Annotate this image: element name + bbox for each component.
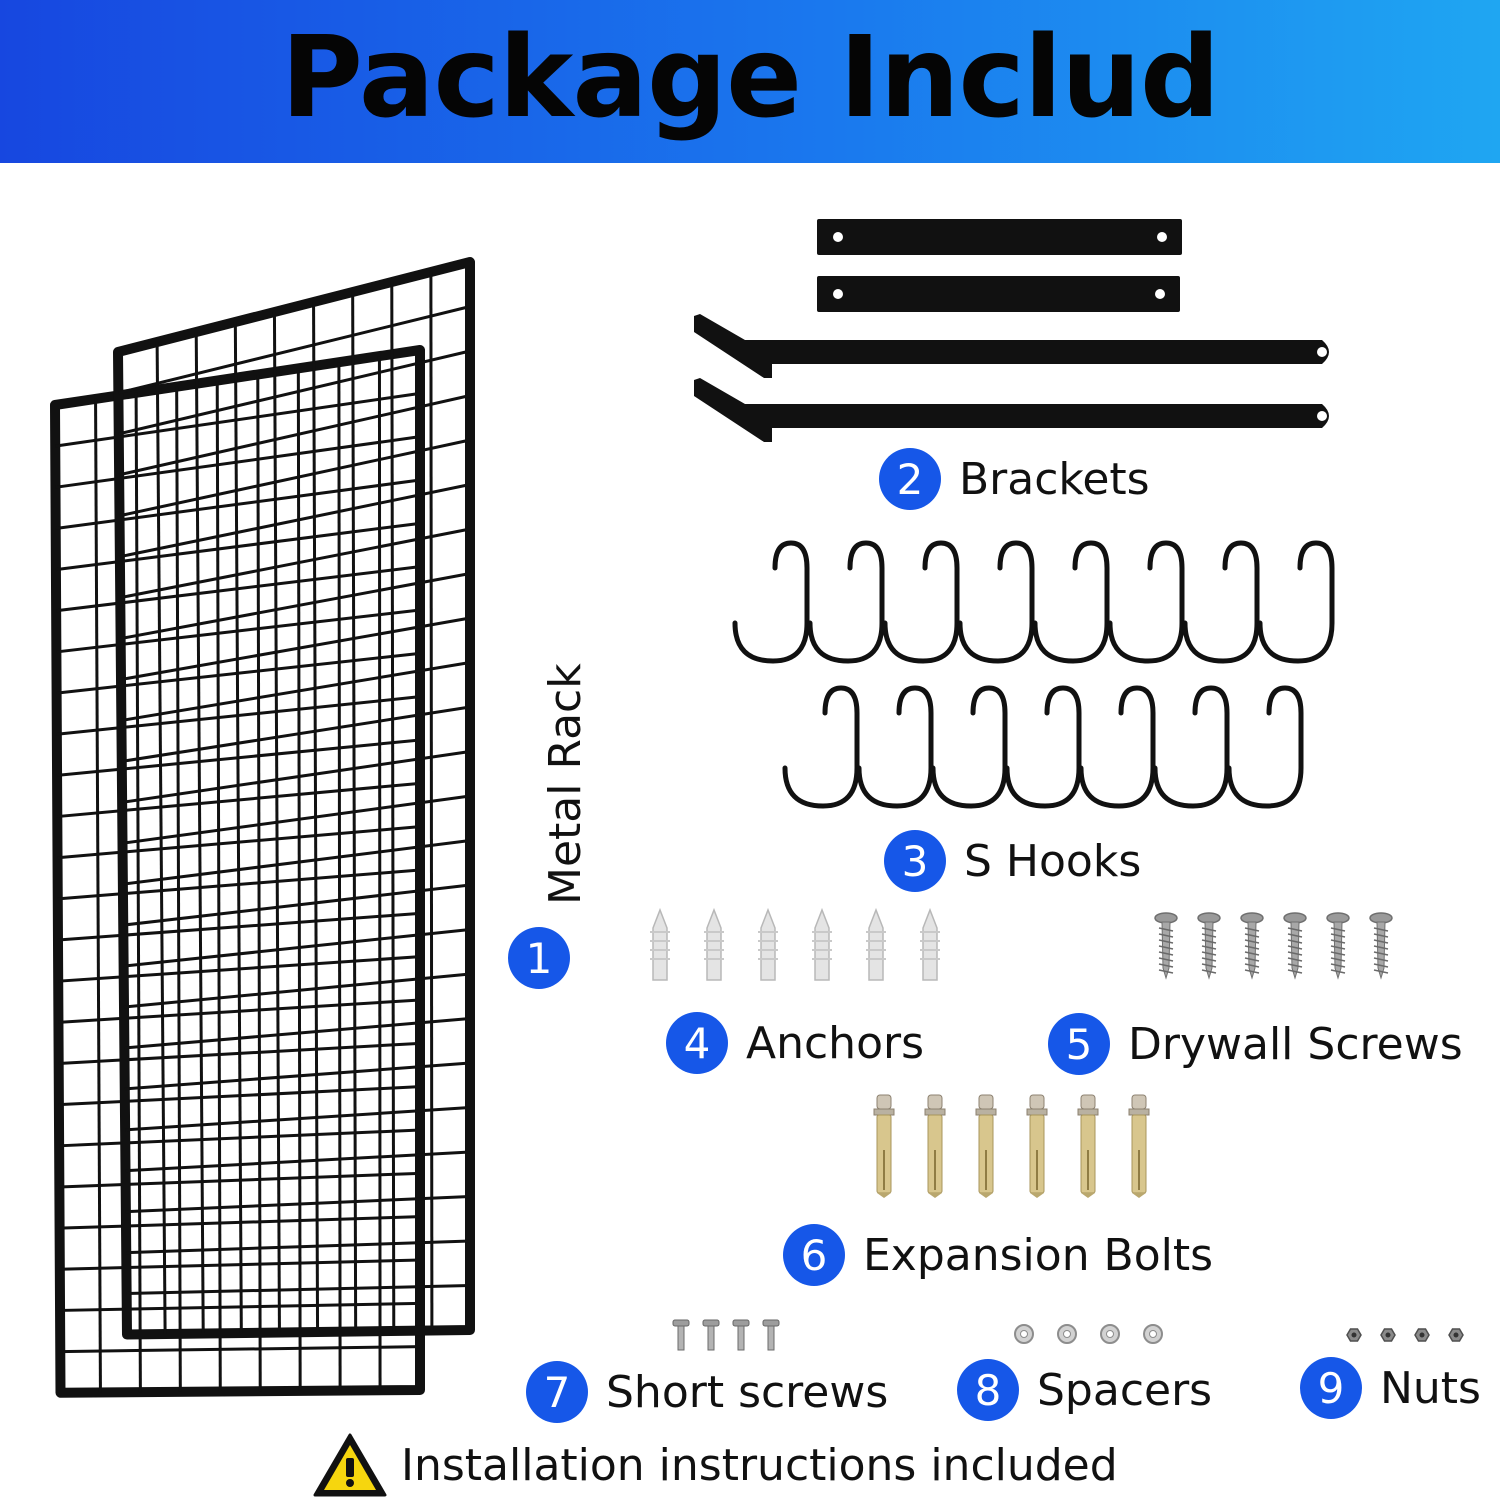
hex-nut bbox=[1346, 1328, 1362, 1342]
item-8-label-row: 8 Spacers bbox=[957, 1359, 1212, 1421]
item-9-label-row: 9 Nuts bbox=[1300, 1357, 1481, 1419]
expansion-bolt bbox=[1026, 1094, 1048, 1198]
warning-icon bbox=[313, 1433, 387, 1497]
item-3-label: S Hooks bbox=[964, 835, 1142, 887]
s-hook bbox=[732, 540, 810, 664]
item-8-number: 8 bbox=[957, 1359, 1019, 1421]
drywall-screw bbox=[1154, 912, 1178, 980]
spacer-washer bbox=[1143, 1324, 1163, 1344]
hex-nut bbox=[1380, 1328, 1396, 1342]
item-5-label: Drywall Screws bbox=[1128, 1018, 1463, 1070]
item-7-label-row: 7 Short screws bbox=[526, 1361, 888, 1423]
item-8-label: Spacers bbox=[1037, 1364, 1213, 1416]
item-6-number: 6 bbox=[783, 1224, 845, 1286]
item-4-number: 4 bbox=[666, 1012, 728, 1074]
item-6-label: Expansion Bolts bbox=[863, 1229, 1214, 1281]
installation-note-text: Installation instructions included bbox=[401, 1439, 1118, 1491]
s-hook bbox=[1182, 540, 1260, 664]
spacer-washer bbox=[1100, 1324, 1120, 1344]
short-screw bbox=[672, 1319, 690, 1351]
drywall-screw bbox=[1283, 912, 1307, 980]
anchor-piece bbox=[758, 907, 778, 981]
s-hook bbox=[1107, 540, 1185, 664]
hex-nut bbox=[1414, 1328, 1430, 1342]
drywall-screw bbox=[1197, 912, 1221, 980]
item-3-number: 3 bbox=[884, 830, 946, 892]
item-2-number: 2 bbox=[879, 448, 941, 510]
s-hook bbox=[882, 540, 960, 664]
expansion-bolt bbox=[873, 1094, 895, 1198]
short-screw bbox=[702, 1319, 720, 1351]
s-hook bbox=[957, 540, 1035, 664]
header-banner: Package Includ bbox=[0, 0, 1500, 163]
item-3-label-row: 3 S Hooks bbox=[884, 830, 1141, 892]
short-screw bbox=[732, 1319, 750, 1351]
hex-nut bbox=[1448, 1328, 1464, 1342]
anchor-piece bbox=[704, 907, 724, 981]
item-9-label: Nuts bbox=[1380, 1362, 1481, 1414]
spacer-washer bbox=[1014, 1324, 1034, 1344]
expansion-bolt bbox=[1128, 1094, 1150, 1198]
anchor-piece bbox=[866, 907, 886, 981]
item-4-label: Anchors bbox=[746, 1017, 924, 1069]
item-5-number: 5 bbox=[1048, 1013, 1110, 1075]
item-2-label-row: 2 Brackets bbox=[879, 448, 1150, 510]
drywall-screw bbox=[1369, 912, 1393, 980]
item-4-label-row: 4 Anchors bbox=[666, 1012, 924, 1074]
wire-grid bbox=[113, 257, 475, 1340]
item-7-number: 7 bbox=[526, 1361, 588, 1423]
expansion-bolt bbox=[975, 1094, 997, 1198]
item-1-number: 1 bbox=[508, 927, 570, 989]
item-1-number-badge: 1 bbox=[508, 927, 588, 989]
drywall-screw bbox=[1326, 912, 1350, 980]
item-2-label: Brackets bbox=[959, 453, 1150, 505]
s-hook bbox=[1257, 540, 1335, 664]
item-6-label-row: 6 Expansion Bolts bbox=[783, 1224, 1213, 1286]
expansion-bolt bbox=[924, 1094, 946, 1198]
page-title: Package Includ bbox=[280, 12, 1220, 143]
anchor-piece bbox=[812, 907, 832, 981]
anchor-piece bbox=[650, 907, 670, 981]
drywall-screw bbox=[1240, 912, 1264, 980]
short-screw bbox=[762, 1319, 780, 1351]
expansion-bolt bbox=[1077, 1094, 1099, 1198]
item-9-number: 9 bbox=[1300, 1357, 1362, 1419]
spacer-washer bbox=[1057, 1324, 1077, 1344]
s-hook bbox=[807, 540, 885, 664]
s-hook bbox=[1032, 540, 1110, 664]
item-5-label-row: 5 Drywall Screws bbox=[1048, 1013, 1463, 1075]
anchor-piece bbox=[920, 907, 940, 981]
s-hook bbox=[1226, 685, 1304, 809]
item-7-label: Short screws bbox=[606, 1366, 889, 1418]
installation-note: Installation instructions included bbox=[313, 1432, 1118, 1498]
